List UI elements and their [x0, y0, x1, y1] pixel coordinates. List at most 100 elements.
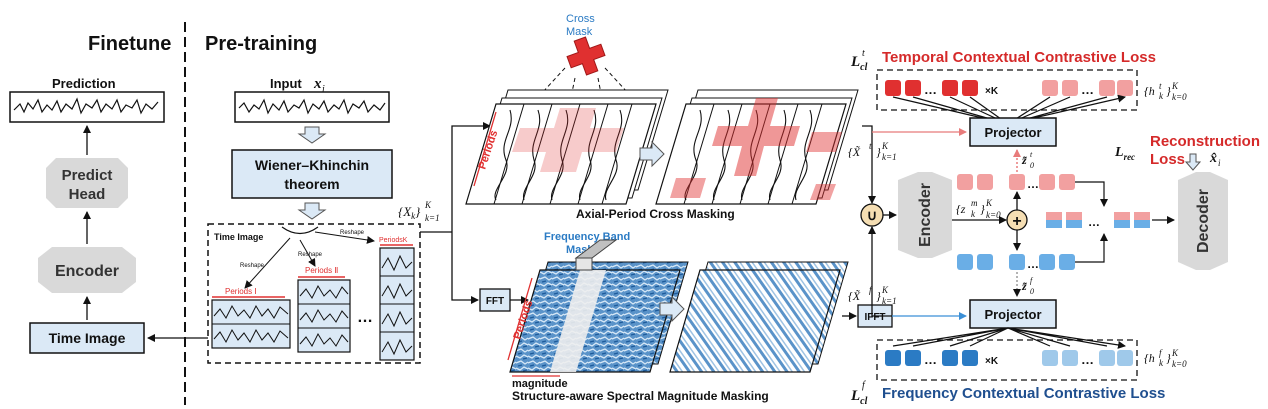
predict-head-label-1: Predict — [62, 167, 113, 184]
freq-projector-label: Projector — [984, 307, 1041, 322]
spectrum-stack-right — [669, 261, 849, 373]
right-encoder-label: Encoder — [917, 183, 934, 247]
h-t-close: } — [1166, 84, 1171, 98]
right-encoder-block — [898, 172, 952, 258]
xk-set-sup: K — [424, 200, 432, 210]
lcl-t-label: Lcl — [850, 54, 868, 73]
connector-cross-to-union — [862, 125, 876, 204]
periods-2-wave-2 — [299, 308, 349, 323]
bottom-token-ellipsis: … — [1027, 257, 1039, 271]
cross-periods-axis-line — [473, 111, 497, 187]
pretrain-title: Pre-training — [205, 33, 317, 55]
z0t-label: z̃ — [1021, 153, 1027, 167]
z0f-sub: 0 — [1030, 287, 1034, 296]
arrow-cross-to-masked — [639, 140, 665, 168]
prediction-label: Prediction — [52, 76, 116, 91]
spectrum-stack-left — [509, 261, 689, 373]
xf-tilde-K: K — [881, 285, 889, 295]
reshape-arrow-2 — [299, 239, 316, 267]
h-t-sub: k — [1159, 91, 1164, 101]
h-f-sub: k — [1159, 358, 1164, 368]
fft-label: FFT — [486, 296, 504, 307]
reshape-arc — [281, 226, 319, 235]
arrow-spectrum-to-masked — [659, 295, 685, 323]
xf-tilde-label: {X̃ — [848, 289, 861, 303]
temporal-projector-box — [969, 117, 1057, 147]
input-label: Input — [270, 76, 302, 91]
lcl-f-label: Lcl — [850, 388, 868, 407]
zm-sup: m — [971, 198, 978, 208]
xt-tilde-label: {X̃ — [848, 145, 861, 159]
time-image-dashed-box — [207, 223, 421, 364]
prediction-waveform — [13, 97, 159, 115]
periods-k-waves — [381, 254, 413, 356]
finetune-encoder-block — [38, 247, 136, 293]
input-waveform — [238, 98, 386, 115]
zm-close: } — [980, 202, 985, 216]
temporal-projector-label: Projector — [984, 125, 1041, 140]
zm-range: k=0 — [986, 210, 1001, 220]
h-t-K: K — [1171, 81, 1179, 91]
xt-tilde-sup: t — [869, 141, 872, 151]
periods-ellipsis: … — [357, 309, 373, 326]
reconstruction-label-2: Loss — [1150, 151, 1185, 168]
wk-label-2: theorem — [284, 176, 339, 192]
freq-fanout-arrows — [892, 327, 1125, 346]
h-f-range: k=0 — [1172, 359, 1187, 369]
x-hat-label: x̂ — [1209, 151, 1217, 166]
periods-1-wave-top — [213, 304, 289, 319]
reshape-label-3: Reshape — [340, 230, 365, 236]
periods-k-label: PeriodsK — [379, 237, 408, 244]
freq-ellipsis-1: … — [924, 352, 937, 367]
freq-times-k: ×K — [985, 356, 999, 367]
temporal-loss-title: Temporal Contextual Contrastive Loss — [882, 49, 1156, 66]
connector-to-cross-mask — [451, 122, 491, 232]
periods-2-wave-3 — [299, 332, 349, 347]
merged-token-ellipsis: … — [1088, 215, 1100, 229]
input-var: x — [313, 76, 322, 92]
cross-mask-label-1: Cross — [566, 13, 595, 25]
h-t-range: k=0 — [1172, 92, 1187, 102]
reconstruction-up-arrow — [1184, 153, 1202, 171]
periods-2-label: Periods Ⅱ — [305, 266, 338, 275]
cross-mask-icon — [566, 36, 606, 76]
h-f-sup: f — [1159, 348, 1163, 358]
h-f-label: {h — [1144, 351, 1155, 365]
wk-label-1: Wiener–Khinchin — [255, 157, 369, 173]
x-hat-sub: i — [1218, 158, 1221, 168]
finetune-time-image-label: Time Image — [49, 330, 126, 346]
reconstruction-label-1: Reconstruction — [1150, 133, 1260, 150]
freq-periods-axis-line — [507, 277, 533, 361]
cross-sheet-stack-right — [655, 89, 859, 205]
plus-symbol: + — [1012, 213, 1021, 230]
band-mask-icon-front — [575, 257, 593, 271]
band-mask-label-1: Frequency Band — [544, 231, 630, 243]
bottom-token-row — [957, 254, 1075, 270]
temporal-ellipsis-2: … — [1081, 82, 1094, 97]
periods-2-wave-1 — [299, 284, 349, 299]
top-token-row — [957, 174, 1075, 190]
temporal-embeddings — [885, 80, 1133, 96]
lcl-f-sup: f — [862, 380, 866, 391]
h-t-label: {h — [1144, 84, 1155, 98]
temporal-embedding-box — [876, 69, 1138, 111]
predict-head-label-2: Head — [69, 186, 106, 203]
cross-sheet-stack-left — [465, 89, 669, 205]
periods-1-wave-bottom — [213, 328, 289, 344]
prediction-box — [9, 91, 165, 123]
xt-tilde-K: K — [881, 141, 889, 151]
temporal-fanout-arrows — [892, 97, 1125, 125]
h-t-sup: t — [1159, 81, 1162, 91]
freq-ellipsis-2: … — [1081, 352, 1094, 367]
reshape-label-2: Reshape — [298, 252, 323, 258]
finetune-title: Finetune — [88, 33, 171, 55]
reshape-label-1: Reshape — [240, 263, 265, 269]
top-tokens-to-merge — [1075, 181, 1108, 207]
freq-embedding-box — [876, 339, 1138, 381]
zm-K: K — [985, 198, 993, 208]
freq-embeddings — [885, 350, 1133, 366]
z0f-sup: f — [1030, 276, 1034, 285]
freq-mask-caption: Structure-aware Spectral Magnitude Maski… — [512, 389, 769, 403]
xf-tilde-range: k=1 — [882, 296, 897, 306]
xf-tilde-close: } — [876, 289, 881, 303]
